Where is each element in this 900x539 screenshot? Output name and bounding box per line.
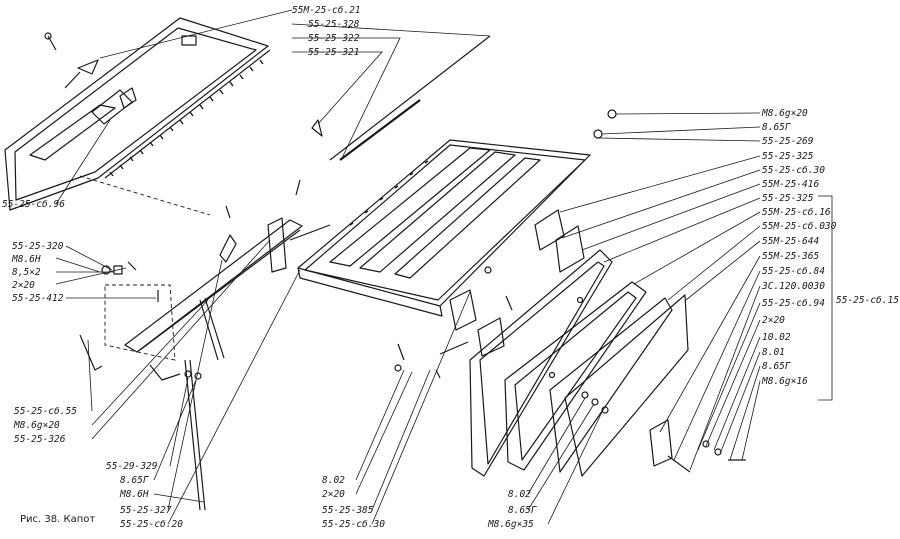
left-panel-louvers <box>104 49 271 179</box>
dashed-assembly-lines <box>79 175 211 361</box>
label-55-25-325-b: 55-25-325 <box>762 193 814 204</box>
right-door-frame <box>469 249 689 477</box>
label-8-01: 8.01 <box>762 347 785 358</box>
callout-labels: 55М-25-сб.21 55-25-328 55-25-322 55-25-3… <box>2 5 899 530</box>
label-m86gx16: М8.6g×16 <box>761 376 808 387</box>
label-group-55-25-sb15: 55-25-сб.15 <box>836 295 899 306</box>
label-8-5x2: 8,5×2 <box>12 267 41 278</box>
right-small-parts <box>649 419 746 473</box>
label-m86gx20-right: М8.6g×20 <box>761 108 808 119</box>
label-55-25-sb20: 55-25-сб.20 <box>120 519 183 530</box>
label-55-25-327: 55-25-327 <box>120 505 172 516</box>
label-8-02-right: 8.02 <box>508 489 531 500</box>
label-8-65g-left: 8.65Г <box>120 475 149 486</box>
label-55m-25-644: 55М-25-644 <box>762 236 819 247</box>
label-m86gx35: М8.6g×35 <box>487 519 534 530</box>
label-m86gx20-left: М8.6g×20 <box>13 420 60 431</box>
label-55-25-328: 55-25-328 <box>308 19 360 30</box>
rod-55-25-328 <box>329 35 491 161</box>
left-top-fasteners <box>44 32 99 89</box>
label-55m-25-416: 55М-25-416 <box>762 179 819 190</box>
figure-caption: Рис. 38. Капот <box>20 514 95 525</box>
label-55-25-sb84: 55-25-сб.84 <box>762 266 825 277</box>
leader-lines <box>55 9 833 525</box>
label-2x20-right: 2×20 <box>762 315 785 326</box>
label-55m-25-sb030: 55М-25-сб.030 <box>762 221 837 232</box>
label-55-25-269: 55-25-269 <box>762 136 814 147</box>
label-8-65g-right: 8.65Г <box>762 361 791 372</box>
label-55-25-320: 55-25-320 <box>12 241 64 252</box>
label-55-25-321: 55-25-321 <box>308 47 359 58</box>
label-55-25-326: 55-25-326 <box>14 434 66 445</box>
label-zs-120-0030: ЗС.120.0030 <box>761 281 825 292</box>
label-8-65g-bottom: 8.65Г <box>508 505 537 516</box>
label-55-25-sb30-right: 55-25-сб.30 <box>762 165 825 176</box>
label-55-25-325-a: 55-25-325 <box>762 151 814 162</box>
label-55-29-329: 55-29-329 <box>106 461 158 472</box>
label-55-25-sb30-centre: 55-25-сб.30 <box>322 519 385 530</box>
label-55m-25-365: 55М-25-365 <box>762 251 819 262</box>
label-8-65g-top: 8.65Г <box>762 122 791 133</box>
label-55-25-385: 55-25-385 <box>322 505 374 516</box>
label-m86n-bottom: М8.6Н <box>119 489 149 500</box>
label-55m-25-sb16: 55М-25-сб.16 <box>762 207 831 218</box>
label-2x20-left: 2×20 <box>12 280 35 291</box>
label-10-02: 10.02 <box>762 332 791 343</box>
left-small-parts <box>79 179 301 380</box>
clip-55-25-321 <box>311 119 323 137</box>
rod-55-25-322 <box>339 99 421 161</box>
label-55-25-412: 55-25-412 <box>12 293 64 304</box>
label-2x20-centre: 2×20 <box>322 489 345 500</box>
left-side-panel <box>4 17 269 211</box>
label-55-25-sb94: 55-25-сб.94 <box>762 298 825 309</box>
hood-top-panel <box>297 139 591 317</box>
label-55-25-322: 55-25-322 <box>308 33 360 44</box>
left-frame-assembly <box>124 217 331 511</box>
label-55m-25-sb21: 55М-25-сб.21 <box>292 5 361 16</box>
label-55-25-sb55: 55-25-сб.55 <box>14 406 77 417</box>
label-m86n-left: М8.6Н <box>11 254 41 265</box>
label-55-25-sb96: 55-25-сб.96 <box>2 199 65 210</box>
label-8-02-centre: 8.02 <box>322 475 345 486</box>
